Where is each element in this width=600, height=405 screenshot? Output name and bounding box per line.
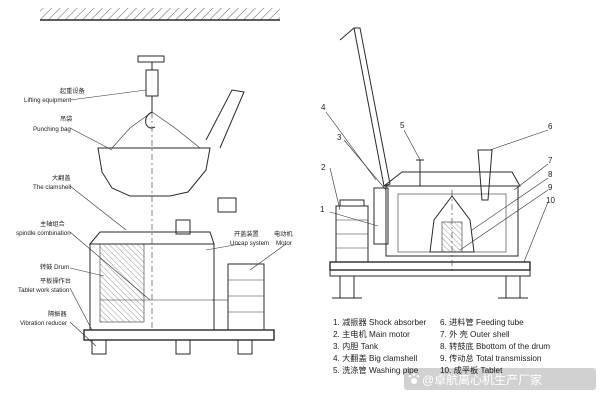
left-labels: 起重设备 Lifting equipment 吊袋 Punching bag 大…	[16, 87, 293, 327]
label-spindle-en: spindle combination	[16, 230, 71, 237]
paw-icon	[408, 373, 420, 384]
legend-item-1: 1. 减振器 Shock absorber	[333, 317, 427, 327]
label-motor-en: Motor	[276, 240, 292, 247]
legend-item-3: 3. 内胆 Tank	[333, 341, 379, 351]
label-lifting-en: Lifting equipment	[24, 97, 71, 104]
left-elevation-view	[40, 8, 287, 355]
lid-arm	[353, 27, 391, 187]
right-callouts: 1 2 3 4 5 6 7 8 9 10	[320, 103, 555, 214]
right-leader-lines	[325, 111, 549, 263]
callout-8: 8	[548, 170, 553, 179]
legend-item-4: 4. 大翻盖 Big clamshell	[333, 353, 417, 363]
left-leader-lines	[69, 89, 287, 347]
tablet-base	[83, 329, 275, 341]
drum-section	[99, 243, 145, 323]
outer-lid	[382, 171, 521, 187]
label-vibration-en: Vibration reducer	[20, 320, 67, 327]
label-drum: 转鼓 Drum	[40, 263, 69, 271]
label-bag-en: Punching bag	[33, 126, 71, 133]
ceiling-hatch	[40, 8, 280, 20]
label-lifting-cn: 起重设备	[60, 87, 86, 95]
punching-bag	[97, 147, 211, 197]
motor	[227, 263, 265, 331]
label-vibration-cn: 隔振器	[48, 310, 67, 318]
callout-7: 7	[548, 156, 553, 165]
label-uncap-cn: 开盖装置	[234, 230, 259, 238]
label-tablet-en: Tablet work station	[18, 287, 70, 294]
legend-item-7: 7. 外 壳 Outer shell	[440, 329, 510, 339]
legend-item-2: 2. 主电机 Main motor	[333, 329, 410, 339]
label-spindle-cn: 主轴组合	[40, 220, 65, 228]
legend-item-5: 5. 洗涤管 Washing pipe	[333, 365, 419, 375]
label-clamshell-cn: 大翻盖	[52, 174, 71, 182]
hoist-body	[145, 69, 159, 97]
watermark: @卓航离心机生产厂家	[404, 368, 596, 390]
label-bag-cn: 吊袋	[60, 115, 72, 123]
callout-2: 2	[321, 163, 326, 172]
right-section-view	[325, 27, 549, 299]
callout-10: 10	[546, 196, 555, 205]
label-motor-cn: 电动机	[274, 230, 293, 238]
callout-9: 9	[548, 183, 553, 192]
shock-absorber	[373, 187, 389, 245]
tablet	[329, 261, 531, 271]
legend-item-6: 6. 进料管 Feeding tube	[440, 317, 524, 327]
clamshell-arm	[205, 89, 245, 149]
callout-6: 6	[548, 122, 553, 131]
legend-item-10: 10. 成平板 Tablet	[440, 365, 503, 375]
parts-legend: 1. 减振器 Shock absorber 2. 主电机 Main motor …	[333, 317, 550, 375]
label-uncap-en: Uncap system	[230, 240, 269, 247]
label-tablet-cn: 平板操作台	[40, 277, 71, 285]
hoist-trolley	[137, 55, 165, 63]
callout-3: 3	[337, 133, 342, 142]
crane-hook	[145, 111, 156, 129]
feeding-tube	[477, 149, 493, 201]
legend-item-9: 9. 传动总 Total transmission	[440, 353, 542, 363]
label-clamshell-en: The clamshell	[33, 184, 71, 191]
callout-5: 5	[400, 121, 405, 130]
watermark-text: @卓航离心机生产厂家	[422, 372, 542, 387]
legend-item-8: 8. 转鼓底 Bbottom of the drum	[440, 341, 550, 351]
callout-1: 1	[320, 205, 325, 214]
callout-4: 4	[321, 103, 326, 112]
